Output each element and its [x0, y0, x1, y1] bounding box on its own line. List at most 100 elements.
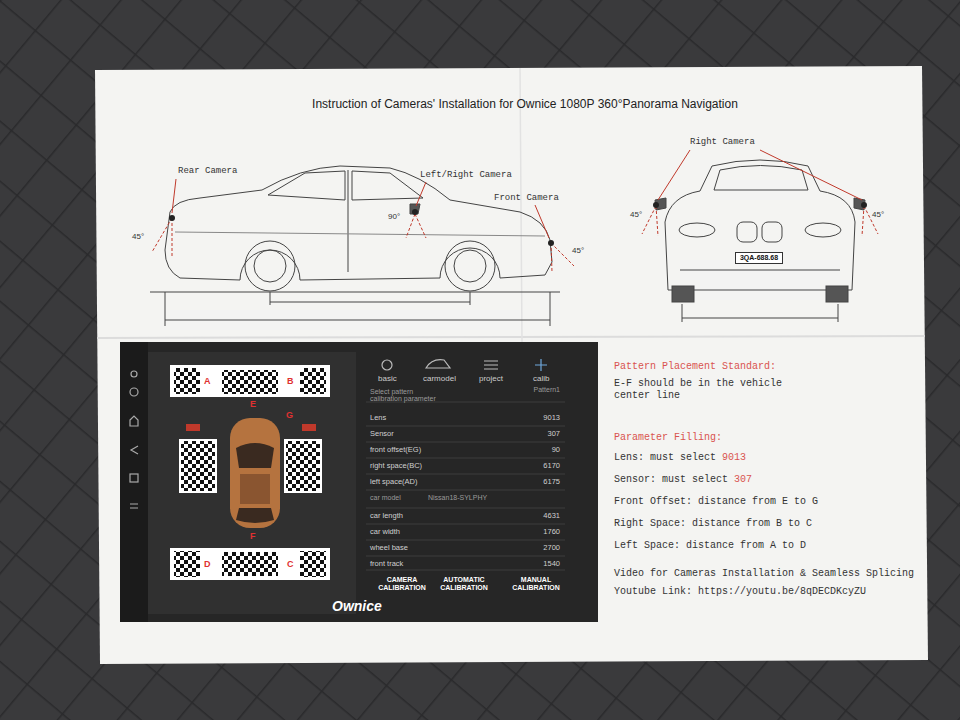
dimension-line: [270, 292, 271, 305]
text-label: wheel base: [370, 543, 408, 552]
text-label: front offset(EG): [370, 445, 421, 454]
text-label: Youtube Link: https://youtu.be/8qDECDKcy…: [614, 586, 866, 598]
text-label: 1760: [543, 527, 560, 536]
camera-dot: [653, 202, 659, 208]
car-body: [165, 166, 552, 280]
text-label: 6175: [543, 477, 560, 486]
pattern-letter: E: [250, 399, 256, 410]
text-label: basic: [378, 374, 397, 384]
angle-label: 45°: [132, 232, 144, 242]
checkerboard: [285, 440, 321, 492]
rear-window: [236, 508, 274, 523]
text-label: project: [479, 374, 503, 384]
checkerboard: [180, 440, 216, 492]
side-car: [150, 166, 560, 326]
dimension-line: [682, 318, 838, 319]
calibration-button: AUTOMATIC CALIBRATION: [429, 575, 499, 594]
angle-label: 45°: [872, 210, 884, 220]
text-label: carmodel: [423, 374, 456, 384]
icon: [131, 446, 138, 454]
side-bar: [120, 342, 148, 622]
icon: [535, 359, 547, 371]
separator: [366, 570, 565, 571]
calibration-button: MANUAL CALIBRATION: [501, 575, 571, 594]
marker: [186, 424, 200, 431]
text-label: 90: [552, 445, 560, 454]
text-label: 4631: [543, 511, 560, 520]
text-label: 6170: [543, 461, 560, 470]
pattern-letter: A: [204, 376, 211, 387]
leader-line: [416, 182, 426, 206]
checkerboard: [222, 370, 278, 394]
windshield: [714, 166, 808, 191]
plate-text: 3QA-688.68: [740, 254, 778, 262]
separator: [366, 556, 565, 557]
tyre: [826, 286, 848, 302]
button-text: CAMERA CALIBRATION: [369, 576, 435, 593]
pattern-mat: [170, 548, 330, 580]
text-label: 1540: [543, 559, 560, 568]
wheel: [245, 241, 295, 291]
car-roof: [240, 474, 270, 504]
headlight: [679, 223, 715, 237]
checkerboard: [300, 368, 326, 394]
angle-label: 90°: [388, 212, 400, 222]
text-label: 2700: [543, 543, 560, 552]
side-icons: [130, 371, 138, 508]
checkerboard: [174, 368, 200, 394]
separator: [366, 426, 565, 427]
text-label: Rear Camera: [178, 166, 237, 177]
top-view-car: [230, 418, 280, 528]
separator: [366, 474, 565, 475]
dimension-line: [165, 292, 166, 326]
icon: [130, 388, 138, 396]
text-label: Right Space: distance from B to C: [614, 518, 812, 530]
camera-marks: [642, 150, 878, 236]
leader-line: [535, 205, 549, 238]
view-angle: [172, 218, 173, 256]
page-title: Instruction of Cameras' Installation for…: [240, 97, 810, 111]
view-angle: [406, 214, 415, 238]
dimension-line: [470, 292, 471, 305]
checkerboard: [174, 551, 200, 577]
text-label: Parameter Filling:: [614, 432, 722, 444]
door-line: [348, 170, 349, 272]
windshield: [236, 443, 274, 468]
leader-line: [760, 150, 862, 200]
camera-dot: [861, 202, 867, 208]
dimension-line: [165, 320, 550, 321]
text-label: front track: [370, 559, 403, 568]
text-label: right space(BC): [370, 461, 422, 470]
icon: [382, 360, 392, 370]
button-text: MANUAL CALIBRATION: [503, 576, 569, 593]
angle-label: 45°: [572, 246, 584, 256]
car-window: [352, 171, 423, 200]
text-label: 9013: [722, 452, 746, 464]
dimension-line: [682, 304, 683, 322]
view-angle: [551, 243, 574, 266]
screen-panel: [120, 342, 598, 622]
leader-line: [172, 179, 176, 213]
dimension-line: [838, 304, 839, 322]
text-label: calibration parameter: [370, 395, 436, 403]
pattern-mat: [170, 365, 330, 397]
text-label: Sensor: must select: [614, 474, 728, 486]
text-label: Lens: must select: [614, 452, 716, 464]
text-label: 9013: [543, 413, 560, 422]
checkerboard: [300, 551, 326, 577]
headlight: [805, 223, 841, 237]
body-line: [175, 232, 545, 236]
ground-line: [150, 292, 560, 293]
camera-dot: [169, 215, 175, 221]
license-plate: 3QA-688.68: [735, 252, 783, 264]
view-angle: [656, 206, 658, 236]
text-label: Front Offset: distance from E to G: [614, 496, 818, 508]
icon: [484, 361, 498, 369]
text-label: Pattern1: [534, 386, 560, 394]
tab-icons: [382, 359, 547, 371]
separator: [366, 508, 565, 509]
mirror: [410, 204, 420, 214]
car-body: [230, 418, 280, 528]
icon: [426, 360, 450, 368]
